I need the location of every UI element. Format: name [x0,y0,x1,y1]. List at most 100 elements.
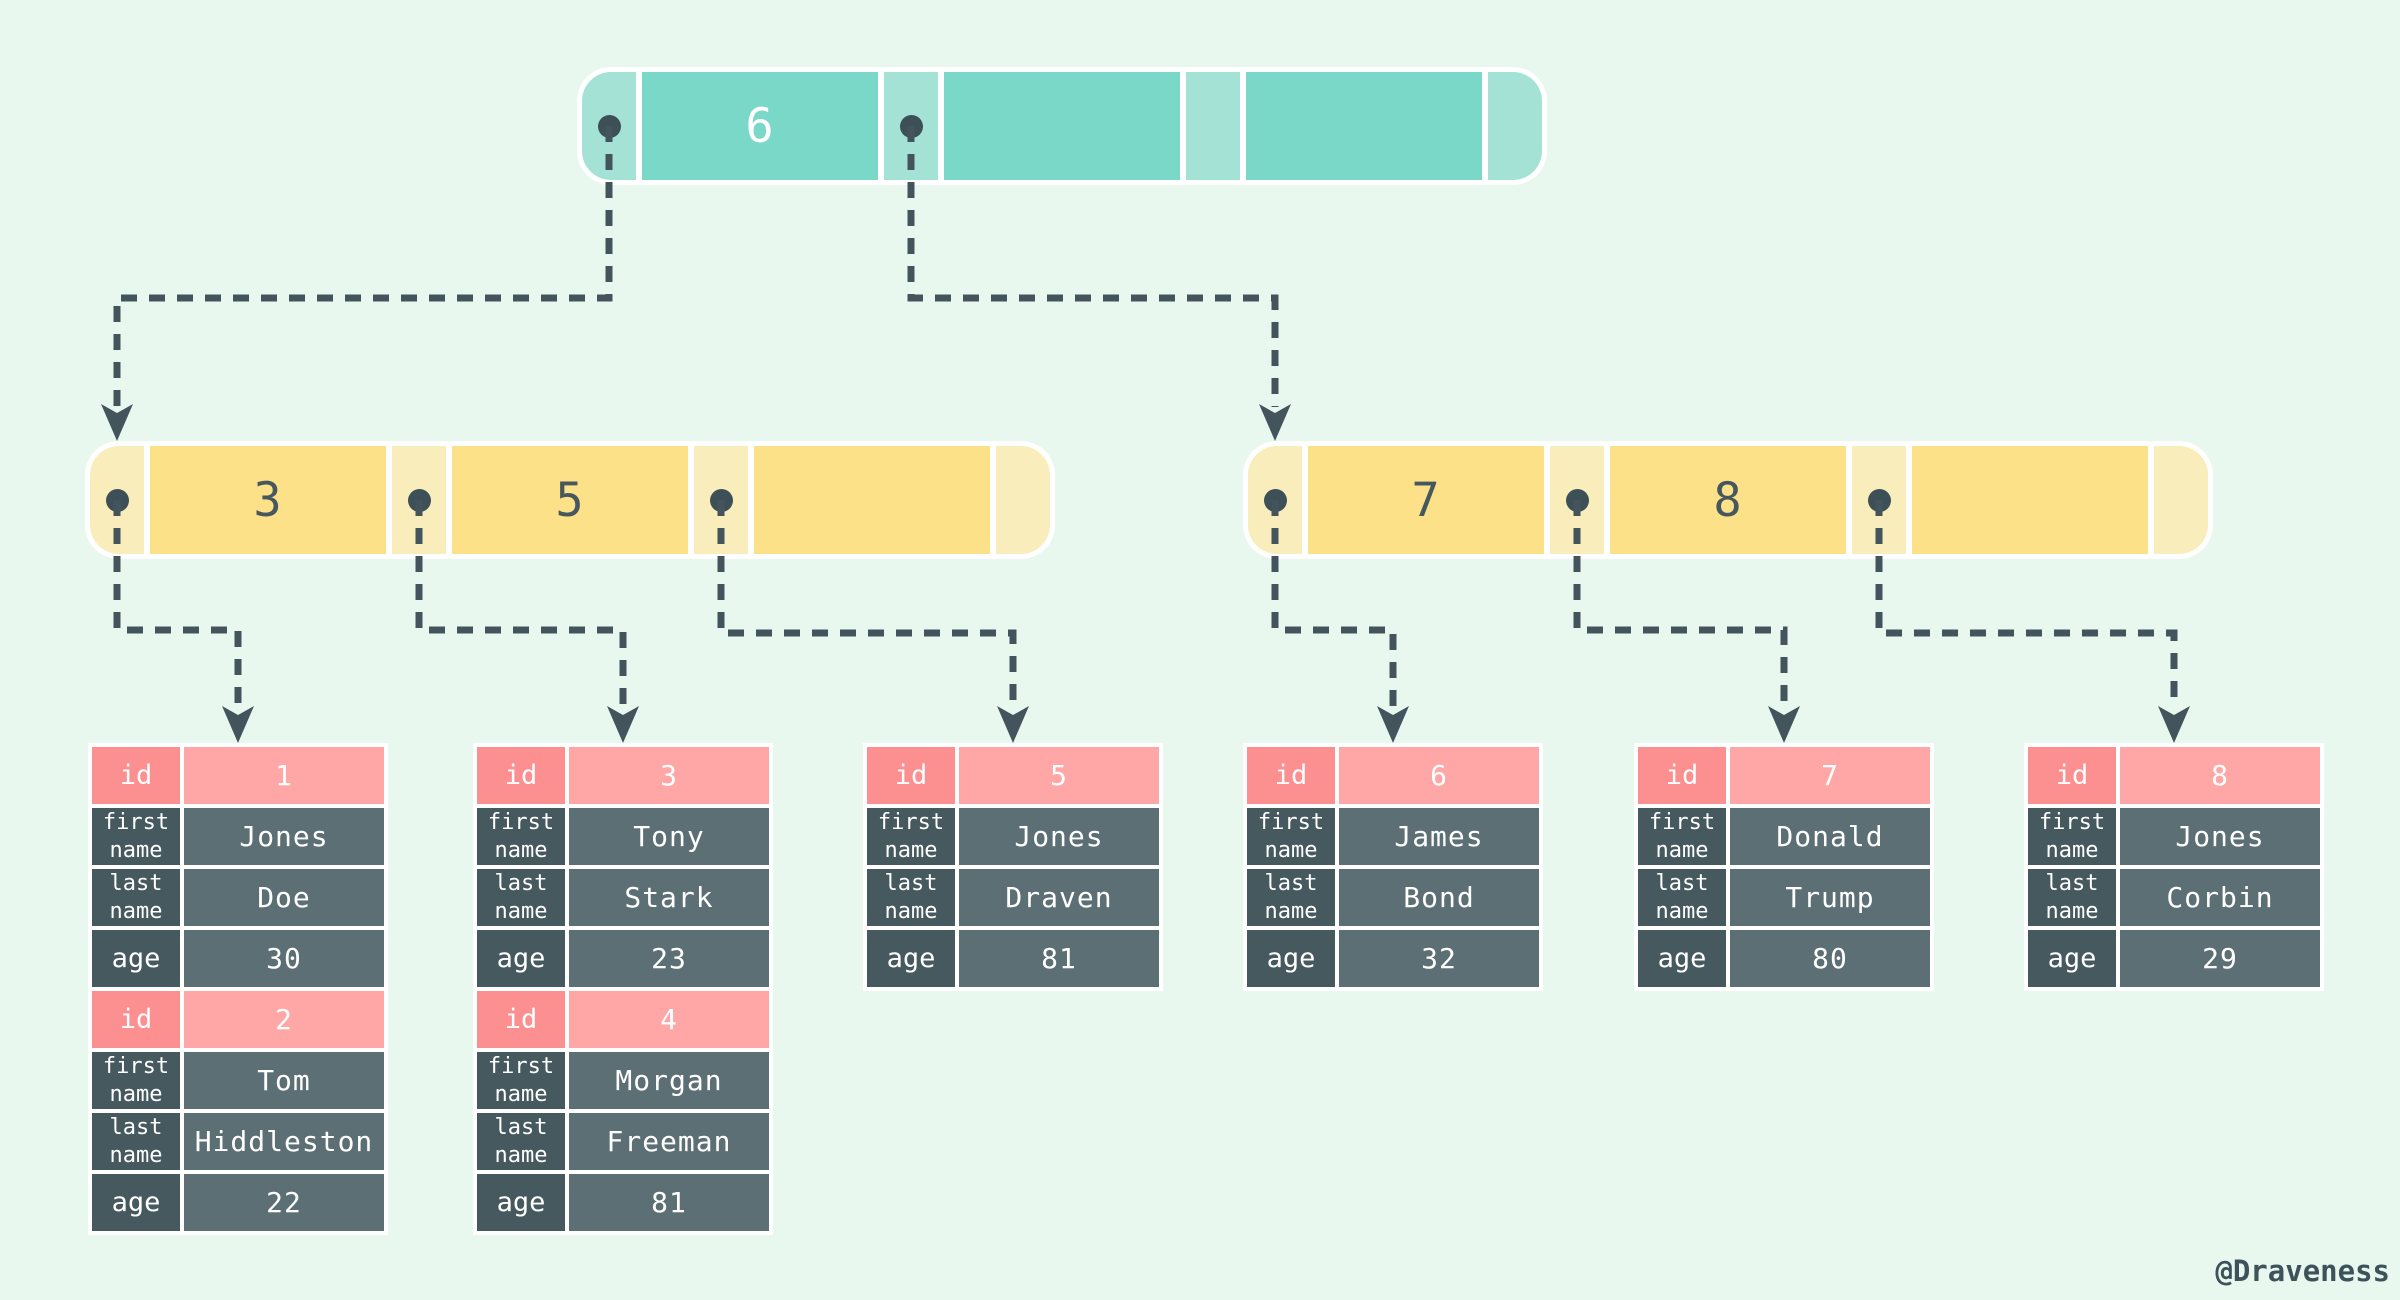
row-label: id [477,747,565,804]
row-label: id [2028,747,2116,804]
row-value: 32 [1339,930,1539,987]
pointer-dot-icon [1565,488,1589,512]
pointer-dot-icon [105,488,129,512]
row-label: first name [92,1052,180,1109]
row-value: Draven [959,869,1159,926]
pointer-cell [884,72,938,180]
row-label: age [1247,930,1335,987]
row-value: Hiddleston [184,1113,384,1170]
row-label: id [92,747,180,804]
row-label: last name [92,1113,180,1170]
node-key-cell [754,446,990,554]
row-value: 22 [184,1174,384,1231]
pointer-wire [113,126,613,407]
arrowhead-icon [1259,404,1291,441]
row-label: id [477,991,565,1048]
row-value: 3 [569,747,769,804]
pointer-dot-icon [709,488,733,512]
row-value: 29 [2120,930,2320,987]
node-key-cell [944,72,1180,180]
row-label: last name [92,869,180,926]
row-label: age [92,930,180,987]
row-label: age [477,930,565,987]
row-label: first name [477,1052,565,1109]
pointer-cell [1248,446,1302,554]
row-value: 1 [184,747,384,804]
row-label: first name [92,808,180,865]
arrowhead-icon [1377,706,1409,743]
pointer-cell [694,446,748,554]
row-label: first name [2028,808,2116,865]
arrowhead-icon [2158,706,2190,743]
row-value: Jones [184,808,384,865]
row-value: Jones [2120,808,2320,865]
pointer-cell [90,446,144,554]
node-key-cell: 7 [1308,446,1544,554]
row-label: id [1247,747,1335,804]
pointer-dot-icon [1867,488,1891,512]
arrowhead-icon [101,404,133,441]
arrowhead-icon [997,706,1029,743]
row-label: last name [477,869,565,926]
row-value: Trump [1730,869,1930,926]
row-label: age [1638,930,1726,987]
pointer-cell [1488,72,1542,180]
pointer-dot-icon [597,114,621,138]
pointer-dot-icon [407,488,431,512]
row-value: 81 [959,930,1159,987]
row-label: first name [1247,808,1335,865]
pointer-dot-icon [899,114,923,138]
row-label: first name [1638,808,1726,865]
row-value: 8 [2120,747,2320,804]
row-value: Tony [569,808,769,865]
arrowhead-icon [607,706,639,743]
watermark: @Draveness [2215,1254,2390,1288]
row-value: Corbin [2120,869,2320,926]
row-label: last name [1247,869,1335,926]
row-label: age [92,1174,180,1231]
row-value: Morgan [569,1052,769,1109]
pointer-cell [2154,446,2208,554]
row-value: Jones [959,808,1159,865]
row-value: Doe [184,869,384,926]
row-label: id [867,747,955,804]
pointer-cell [392,446,446,554]
row-value: Tom [184,1052,384,1109]
row-label: last name [477,1113,565,1170]
row-label: age [477,1174,565,1231]
pointer-cell [996,446,1050,554]
row-value: 2 [184,991,384,1048]
node-key-cell: 6 [642,72,878,180]
arrowhead-icon [1768,706,1800,743]
